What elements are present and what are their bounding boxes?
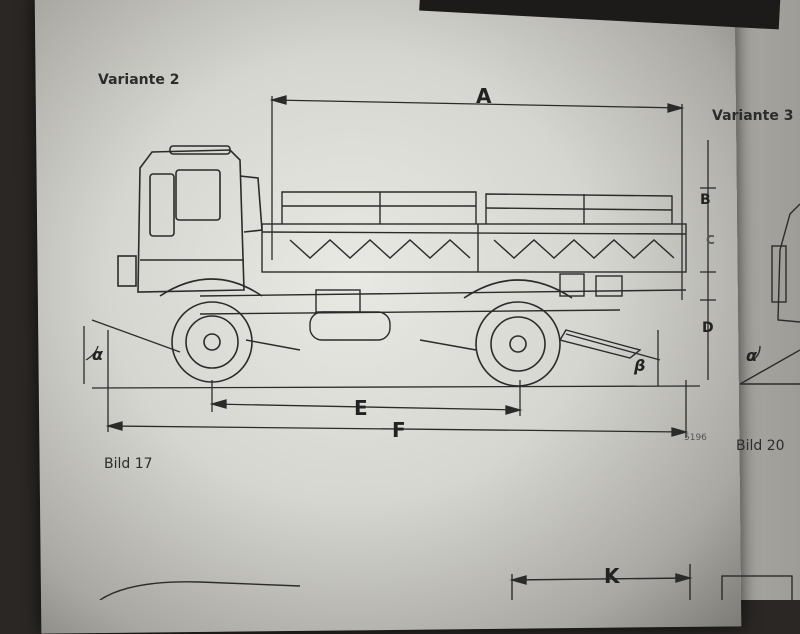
- bild-20-caption: Bild 20: [736, 438, 785, 454]
- rear-wheel: [463, 279, 573, 387]
- variante3-alpha-label: α: [746, 346, 757, 365]
- cargo-body: [261, 191, 687, 273]
- dimension-f-label: F: [392, 418, 406, 442]
- dimension-d-label: D: [702, 320, 714, 336]
- dimension-b-label: B: [700, 192, 711, 208]
- dimension-c-label: C: [706, 233, 715, 247]
- bild-17-caption: Bild 17: [104, 456, 153, 472]
- bottom-partial-drawings: [99, 564, 793, 600]
- variante-2-label: Variante 2: [98, 72, 180, 88]
- truck-cab: [117, 145, 263, 293]
- variante3-truck-partial: [739, 203, 800, 385]
- dimension-k-label: K: [604, 564, 620, 588]
- dimension-f-line: [105, 330, 689, 438]
- approach-angle-alpha-label: α: [92, 345, 103, 364]
- dimension-a-label: A: [476, 84, 492, 108]
- drawing-reference-number: 5196: [684, 433, 707, 443]
- departure-angle-right: [565, 330, 661, 386]
- dimension-e-label: E: [354, 396, 368, 420]
- departure-angle-beta-label: β: [634, 356, 646, 375]
- front-wheel: [159, 278, 263, 383]
- approach-angle-left: [83, 319, 181, 384]
- dimension-e-line: [209, 380, 523, 416]
- vertical-dimension-chain: [700, 140, 716, 380]
- truck-chassis: [199, 273, 687, 359]
- truck-diagram: [0, 0, 800, 600]
- variante-3-label: Variante 3: [712, 108, 794, 124]
- dimension-a-line: [269, 95, 685, 300]
- ground-line: [91, 385, 701, 389]
